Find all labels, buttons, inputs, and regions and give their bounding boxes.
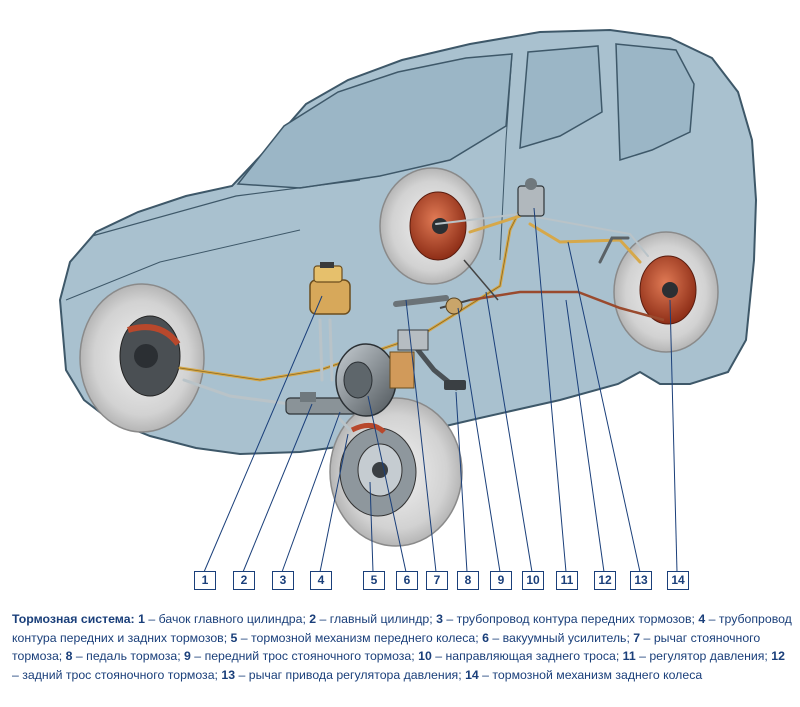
label-7: 7: [426, 571, 448, 590]
label-2: 2: [233, 571, 255, 590]
caption-item-1-text: – бачок главного цилиндра;: [144, 612, 310, 626]
leader-lines: [203, 207, 678, 573]
caption-item-2-num: 2: [309, 612, 317, 626]
caption-item-3-num: 3: [436, 612, 443, 626]
vacuum-booster: [335, 343, 415, 417]
label-8: 8: [457, 571, 479, 590]
caption-item-11-text: – регулятор давления;: [635, 649, 772, 664]
label-5: 5: [363, 571, 385, 590]
caption-item-9-text: – передний трос стояночного тормоза;: [190, 649, 419, 664]
caption-item-6-text: – вакуумный усилитель;: [488, 630, 634, 645]
figure-caption: Тормозная система: 1 – бачок главного ци…: [12, 610, 792, 684]
label-14: 14: [667, 571, 689, 590]
caption-item-12-num: 12: [771, 649, 785, 664]
caption-item-14-text: – тормозной механизм заднего колеса: [478, 667, 703, 682]
brake-pedal: [397, 329, 466, 391]
label-6: 6: [396, 571, 418, 590]
caption-item-13-text: – рычаг привода регулятора давления;: [235, 667, 466, 682]
label-4: 4: [310, 571, 332, 590]
pressure-regulator-lever: [598, 236, 630, 264]
caption-item-12-text: – задний трос стояночного тормоза;: [12, 667, 222, 682]
label-3: 3: [272, 571, 294, 590]
label-12: 12: [594, 571, 616, 590]
caption-item-4-num: 4: [698, 612, 706, 626]
caption-item-5-text: – тормозной механизм переднего колеса;: [237, 630, 483, 645]
caption-item-13-num: 13: [221, 667, 236, 682]
caption-item-8-num: 8: [65, 649, 73, 664]
caption-item-1-num: 1: [138, 612, 145, 626]
label-10: 10: [522, 571, 544, 590]
front-left-wheel: [79, 283, 205, 433]
caption-item-14-num: 14: [465, 667, 479, 682]
label-13: 13: [630, 571, 652, 590]
label-11: 11: [556, 571, 578, 590]
caption-item-10-text: – направляющая заднего троса;: [431, 649, 623, 664]
caption-item-7-num: 7: [633, 630, 641, 645]
caption-item-10-num: 10: [418, 649, 432, 664]
caption-item-6-num: 6: [482, 630, 489, 645]
caption-title: Тормозная система:: [12, 612, 135, 626]
rear-left-wheel: [379, 167, 485, 285]
master-cylinder-reservoir: [309, 262, 351, 315]
caption-item-9-num: 9: [184, 649, 191, 664]
caption-item-3-text: – трубопровод контура передних тормозов;: [442, 612, 699, 626]
caption-item-7-text: – рычаг стояночного тормоза;: [12, 630, 761, 664]
caption-item-8-text: – педаль тормоза;: [72, 649, 185, 664]
caption-item-4-text: – трубопровод контура передних и задних …: [12, 612, 792, 645]
label-9: 9: [490, 571, 512, 590]
caption-item-2-text: – главный цилиндр;: [316, 612, 437, 626]
brake-system-diagram: [58, 28, 758, 573]
caption-item-11-num: 11: [622, 649, 636, 664]
pressure-regulator: [517, 178, 545, 217]
caption-item-5-num: 5: [230, 630, 238, 645]
label-1: 1: [194, 571, 216, 590]
